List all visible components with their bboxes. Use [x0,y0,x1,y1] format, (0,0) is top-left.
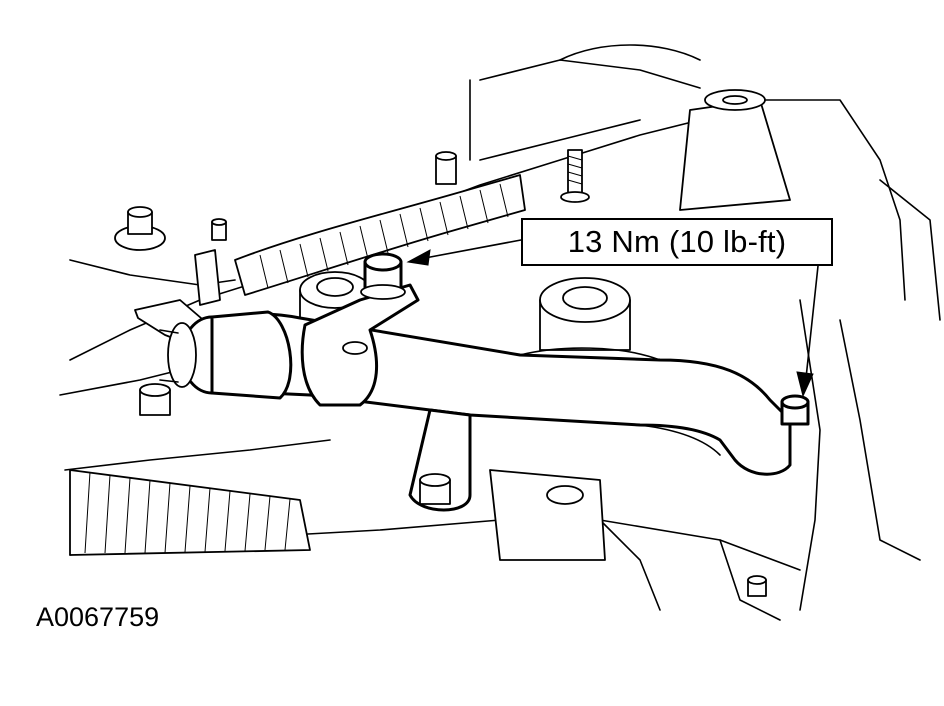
bracket-bolt [360,252,406,300]
leader-arrow-bracket-bolt [406,239,522,266]
threaded-boss-right [539,277,631,351]
lower-mount [139,383,606,561]
ribbed-hose [69,469,311,556]
engine-block-outline [59,44,941,621]
torque-callout: 13 Nm (10 lb-ft) [521,218,833,266]
hose-clamp [159,310,293,400]
bolt-small-left [211,218,227,241]
mount-boss [679,89,791,211]
stud [560,149,590,203]
leader-arrow-pipe-bolt [796,265,819,398]
figure-id: A0067759 [36,602,160,632]
pipe-end-bolt [780,394,810,426]
bolt-left [114,206,166,251]
torque-label: 13 Nm (10 lb-ft) [567,224,787,259]
coolant-pipe [203,312,792,476]
bolt-bottom-right [747,575,767,597]
stud-top [435,151,457,185]
